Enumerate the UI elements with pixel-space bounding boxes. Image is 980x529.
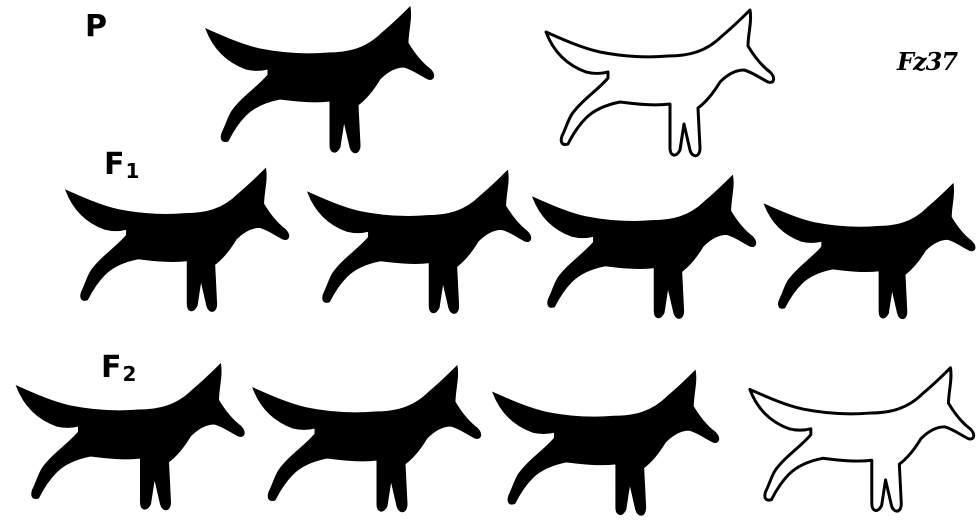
- dog-f2-4: [742, 362, 978, 527]
- black-dog-silhouette: [17, 364, 245, 510]
- dog-f2-1: [6, 362, 251, 522]
- dog-p-1: [193, 5, 443, 165]
- dog-f1-4: [757, 176, 979, 336]
- black-dog-silhouette: [493, 371, 719, 516]
- dog-f2-3: [485, 368, 723, 528]
- figure-number: Fz37: [897, 47, 957, 76]
- dog-f1-3: [525, 172, 760, 332]
- dog-p-2: [533, 8, 783, 168]
- black-dog-silhouette: [308, 171, 531, 314]
- generation-label-p: P: [85, 12, 107, 42]
- dog-f1-1: [58, 165, 293, 325]
- black-dog-silhouette: [764, 184, 975, 319]
- black-dog-silhouette: [206, 7, 434, 153]
- black-dog-silhouette: [253, 366, 481, 512]
- dog-f1-2: [300, 167, 535, 327]
- generation-label-text: P: [85, 9, 107, 44]
- black-dog-silhouette: [66, 169, 289, 312]
- dog-f2-2: [245, 364, 485, 524]
- white-dog-outline: [750, 368, 974, 511]
- black-dog-silhouette: [533, 176, 756, 319]
- white-dog-outline: [546, 10, 774, 156]
